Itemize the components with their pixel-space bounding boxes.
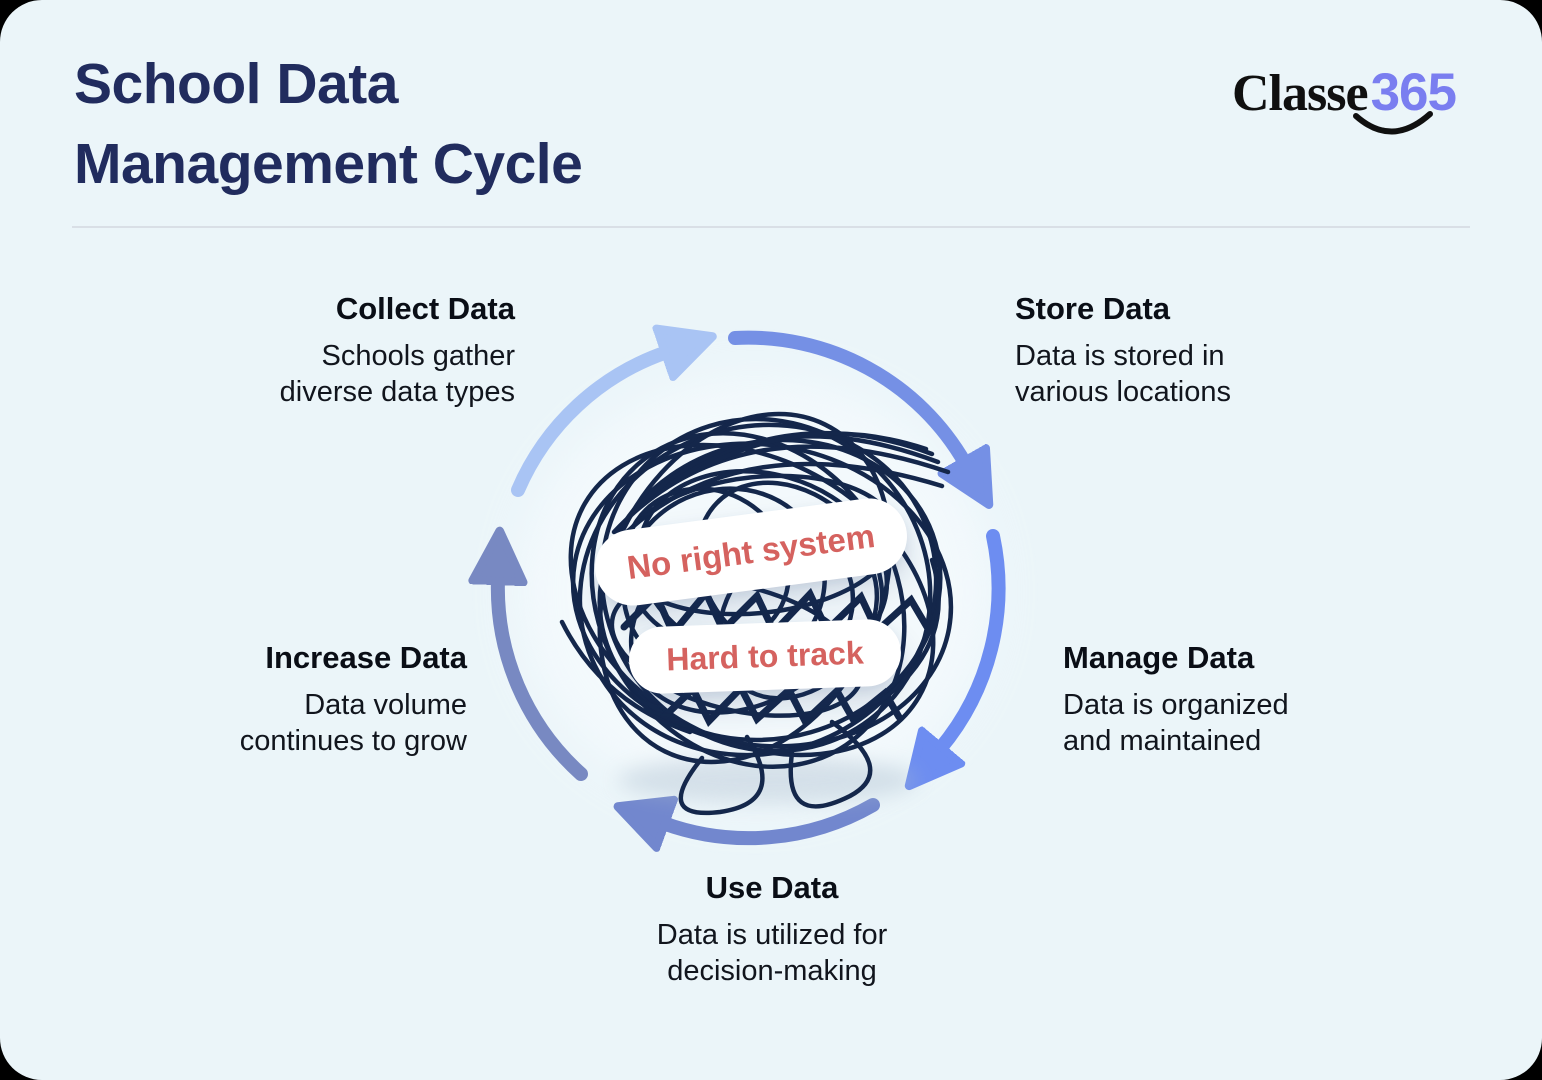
stage-use-data: Use Data Data is utilized for decision-m… — [657, 870, 888, 989]
stage-desc-line1: Data volume — [304, 689, 467, 721]
stage-desc-line2: continues to grow — [239, 725, 467, 757]
stage-title: Increase Data — [265, 640, 467, 675]
cycle-arrow-manage — [940, 529, 1006, 749]
cycle-arrow-store — [728, 330, 965, 463]
brand-logo-number: 365 — [1370, 63, 1457, 122]
stage-increase-data: Increase Data Data volume continues to g… — [240, 640, 467, 759]
cycle-arrow-increase — [498, 579, 588, 781]
stage-desc-line1: Data is stored in — [1015, 340, 1225, 372]
center-badge-label: Hard to track — [665, 634, 865, 678]
brand-logo-row: Classe 365 — [1232, 62, 1472, 123]
stage-desc-line2: decision-making — [667, 955, 877, 987]
stage-desc-line1: Schools gather — [321, 340, 515, 372]
stage-collect-data: Collect Data Schools gather diverse data… — [280, 291, 515, 410]
center-badge-hard-to-track: Hard to track — [627, 618, 903, 695]
stage-manage-data: Manage Data Data is organized and mainta… — [1063, 640, 1289, 759]
stage-desc-line1: Data is organized — [1063, 689, 1289, 721]
stage-title: Manage Data — [1063, 640, 1255, 675]
brand-logo: Classe 365 — [1232, 62, 1472, 152]
cycle-arrow-collect — [511, 352, 667, 497]
stage-desc-line2: diverse data types — [279, 376, 515, 408]
header-divider — [72, 226, 1470, 228]
page-title-line1: School Data — [74, 52, 398, 116]
logo-smile-icon — [1353, 111, 1433, 135]
cycle-arrow-use — [663, 805, 880, 838]
stage-desc-line2: various locations — [1015, 376, 1231, 408]
page-title-line2: Management Cycle — [74, 132, 583, 196]
stage-title: Use Data — [705, 870, 839, 905]
center-badge-label: No right system — [624, 516, 877, 587]
stage-desc-line2: and maintained — [1063, 725, 1262, 757]
cycle-arrows — [498, 330, 1006, 838]
stage-store-data: Store Data Data is stored in various loc… — [1015, 291, 1231, 410]
stage-desc-line1: Data is utilized for — [656, 919, 888, 951]
stage-title: Store Data — [1015, 291, 1171, 326]
tangle-shadow — [618, 756, 918, 804]
stage-title: Collect Data — [335, 291, 515, 326]
page-title: School Data Management Cycle — [74, 44, 583, 204]
brand-logo-wordmark: Classe — [1232, 65, 1369, 122]
